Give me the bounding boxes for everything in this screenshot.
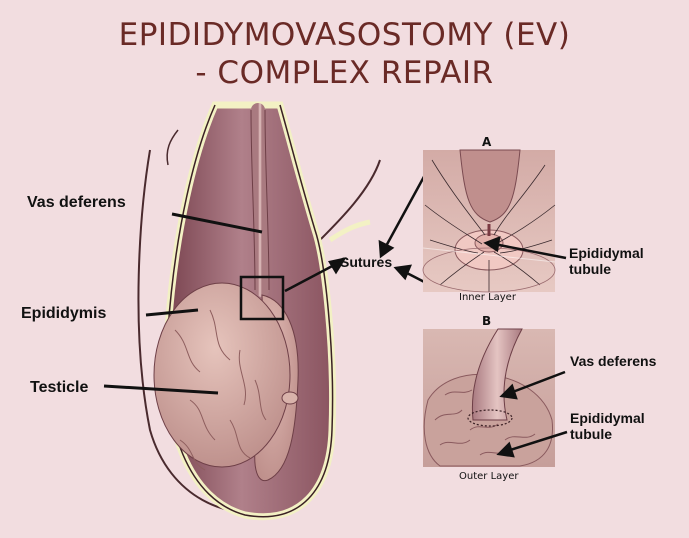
panel-a-tubule-arrow [483, 236, 567, 260]
label-vas-deferens: Vas deferens [27, 194, 126, 211]
panel-a-letter: A [482, 135, 492, 149]
panel-a-tubule-label: Epididymal tubule [569, 245, 644, 277]
panel-a-tubule-line-2: tubule [569, 261, 611, 277]
epididymis-pointer [145, 308, 199, 317]
panel-b-caption: Outer Layer [459, 471, 519, 482]
title-line-2: - COMPLEX REPAIR [195, 55, 494, 91]
panel-a-tubule-line-1: Epididymal [569, 245, 644, 261]
panel-b-tubule-label: Epididymal tubule [570, 410, 645, 442]
sutures-arrows [284, 161, 437, 293]
title-line-1: EPIDIDYMOVASOSTOMY (EV) [118, 17, 571, 53]
panel-b-letter: B [482, 314, 492, 328]
anastomosis-highlight-box [239, 275, 285, 321]
panel-b-illustration [423, 328, 555, 467]
panel-a-caption: Inner Layer [459, 292, 516, 303]
testicle-body [153, 282, 299, 471]
panel-b-vas-label: Vas deferens [570, 353, 657, 369]
panel-a-illustration [422, 149, 556, 293]
diagram-title: EPIDIDYMOVASOSTOMY (EV) - COMPLEX REPAIR [0, 16, 689, 92]
vas-deferens-pointer [171, 212, 263, 234]
testicle-pointer [103, 384, 219, 395]
vas-deferens-tube [250, 103, 270, 297]
label-testicle: Testicle [30, 379, 89, 396]
panel-b-arrows [496, 370, 568, 458]
label-sutures: Sutures [340, 254, 393, 270]
label-epididymis: Epididymis [21, 305, 107, 322]
panel-b-tubule-line-2: tubule [570, 426, 612, 442]
panel-b-tubule-line-1: Epididymal [570, 410, 645, 426]
